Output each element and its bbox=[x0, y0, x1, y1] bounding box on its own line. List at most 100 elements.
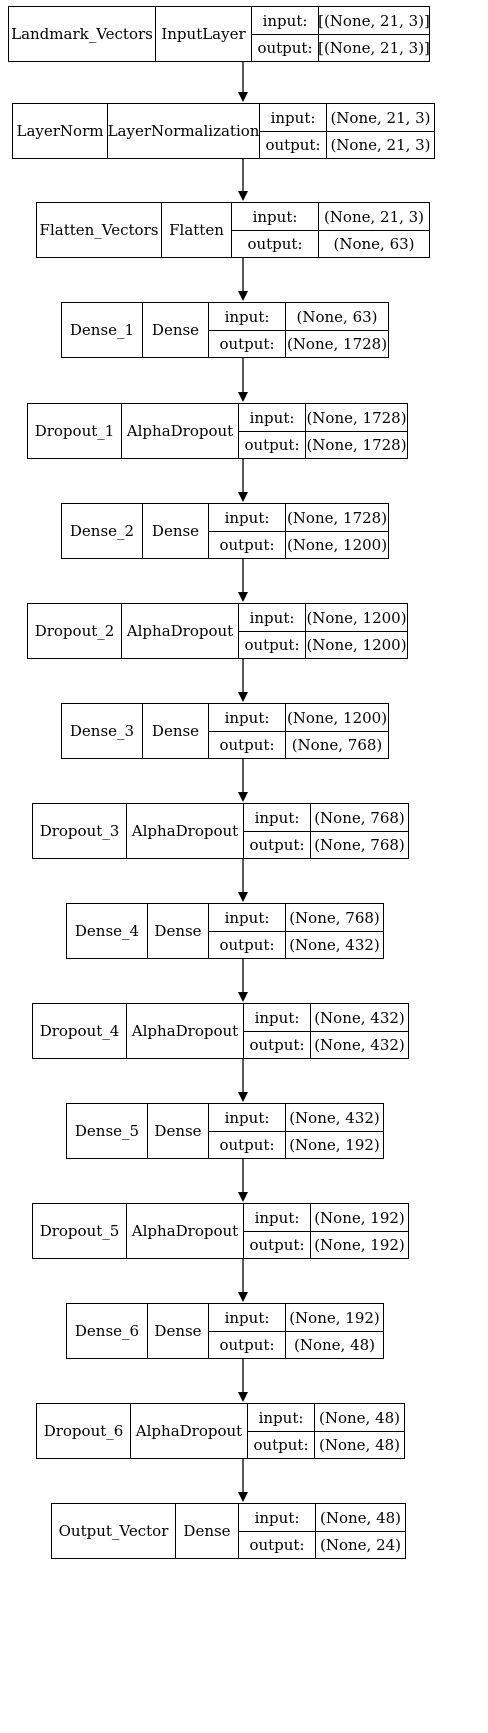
layer-type: Dense bbox=[142, 703, 209, 759]
connector-arrow bbox=[238, 258, 248, 301]
output-label: output: bbox=[238, 431, 306, 459]
connector-arrow bbox=[238, 159, 248, 201]
connector-arrow bbox=[238, 62, 248, 102]
connector-arrow bbox=[238, 759, 248, 802]
output-label: output: bbox=[259, 131, 327, 159]
layer-name: Flatten_Vectors bbox=[36, 202, 162, 258]
layer-name: Dense_4 bbox=[66, 903, 148, 959]
layer-type: Flatten bbox=[161, 202, 232, 258]
output-shape: (None, 1200) bbox=[285, 531, 389, 559]
input-shape: (None, 21, 3) bbox=[326, 103, 435, 132]
layer-name: Dropout_4 bbox=[32, 1003, 127, 1059]
output-shape: (None, 63) bbox=[318, 230, 430, 258]
layer-name: Dense_2 bbox=[61, 503, 143, 559]
input-label: input: bbox=[259, 103, 327, 132]
output-label: output: bbox=[251, 34, 319, 62]
input-shape: [(None, 21, 3)] bbox=[318, 6, 430, 35]
output-shape: (None, 432) bbox=[310, 1031, 409, 1059]
layer-type: Dense bbox=[147, 1103, 209, 1159]
input-shape: (None, 1728) bbox=[285, 503, 389, 532]
layer-name: Dense_5 bbox=[66, 1103, 148, 1159]
connector-arrow bbox=[238, 1259, 248, 1302]
output-label: output: bbox=[208, 531, 286, 559]
connector-arrow bbox=[238, 859, 248, 902]
layer-name: Dropout_6 bbox=[36, 1403, 131, 1459]
output-shape: (None, 48) bbox=[314, 1431, 405, 1459]
layer-type: InputLayer bbox=[155, 6, 252, 62]
connector-arrow bbox=[238, 1359, 248, 1402]
output-label: output: bbox=[238, 631, 306, 659]
connector-arrow bbox=[238, 959, 248, 1002]
connector-arrow bbox=[238, 1159, 248, 1202]
layer-type: AlphaDropout bbox=[121, 603, 239, 659]
input-label: input: bbox=[251, 6, 319, 35]
connector-arrow bbox=[238, 459, 248, 502]
input-label: input: bbox=[208, 1103, 286, 1132]
input-label: input: bbox=[238, 1503, 316, 1532]
output-label: output: bbox=[208, 931, 286, 959]
input-label: input: bbox=[208, 703, 286, 732]
layer-type: AlphaDropout bbox=[130, 1403, 248, 1459]
output-label: output: bbox=[243, 831, 311, 859]
output-label: output: bbox=[238, 1531, 316, 1559]
input-shape: (None, 48) bbox=[315, 1503, 406, 1532]
connector-arrow bbox=[238, 559, 248, 602]
layer-name: Landmark_Vectors bbox=[8, 6, 156, 62]
layer-name: Dropout_3 bbox=[32, 803, 127, 859]
input-shape: (None, 63) bbox=[285, 302, 389, 331]
input-shape: (None, 1200) bbox=[305, 603, 408, 632]
layer-name: Dense_3 bbox=[61, 703, 143, 759]
layer-type: AlphaDropout bbox=[126, 803, 244, 859]
layer-type: Dense bbox=[147, 903, 209, 959]
input-shape: (None, 21, 3) bbox=[318, 202, 430, 231]
output-label: output: bbox=[208, 1331, 286, 1359]
output-shape: (None, 192) bbox=[285, 1131, 384, 1159]
input-label: input: bbox=[247, 1403, 315, 1432]
layer-name: Dropout_1 bbox=[27, 403, 122, 459]
output-shape: (None, 1200) bbox=[305, 631, 408, 659]
input-shape: (None, 432) bbox=[310, 1003, 409, 1032]
output-shape: [(None, 21, 3)] bbox=[318, 34, 430, 62]
output-label: output: bbox=[243, 1231, 311, 1259]
layer-type: Dense bbox=[142, 503, 209, 559]
layer-type: LayerNormalization bbox=[107, 103, 260, 159]
layer-name: Dense_1 bbox=[61, 302, 143, 358]
input-shape: (None, 768) bbox=[285, 903, 384, 932]
output-shape: (None, 21, 3) bbox=[326, 131, 435, 159]
layer-type: Dense bbox=[175, 1503, 239, 1559]
layer-type: AlphaDropout bbox=[126, 1203, 244, 1259]
output-shape: (None, 432) bbox=[285, 931, 384, 959]
layer-type: AlphaDropout bbox=[121, 403, 239, 459]
connector-arrow bbox=[238, 358, 248, 402]
layer-type: Dense bbox=[147, 1303, 209, 1359]
output-label: output: bbox=[231, 230, 319, 258]
output-label: output: bbox=[243, 1031, 311, 1059]
output-shape: (None, 24) bbox=[315, 1531, 406, 1559]
connector-arrow bbox=[238, 1459, 248, 1502]
layer-name: LayerNorm bbox=[12, 103, 108, 159]
layer-name: Dropout_5 bbox=[32, 1203, 127, 1259]
layer-name: Dense_6 bbox=[66, 1303, 148, 1359]
connector-arrow bbox=[238, 1059, 248, 1102]
output-shape: (None, 1728) bbox=[305, 431, 408, 459]
layer-name: Output_Vector bbox=[51, 1503, 176, 1559]
input-shape: (None, 432) bbox=[285, 1103, 384, 1132]
output-shape: (None, 768) bbox=[285, 731, 389, 759]
layer-type: Dense bbox=[142, 302, 209, 358]
